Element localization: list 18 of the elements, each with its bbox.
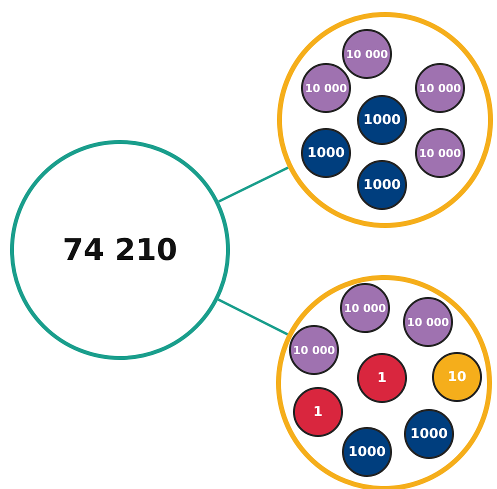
connector-line (218, 166, 289, 203)
place-value-counter: 1 (293, 387, 343, 437)
place-value-counter: 10 000 (342, 29, 392, 79)
place-value-counter: 1 (357, 353, 407, 403)
connector-line (218, 298, 288, 336)
place-value-counter: 1000 (357, 95, 407, 145)
place-value-counter: 1000 (357, 160, 407, 210)
place-value-counter: 10 (432, 352, 482, 402)
place-value-counter: 1000 (301, 128, 351, 178)
place-value-counter: 1000 (342, 427, 392, 477)
whole-circle: 74 210 (10, 140, 230, 360)
place-value-counter: 10 000 (340, 283, 390, 333)
place-value-counter: 10 000 (403, 297, 453, 347)
place-value-counter: 1000 (404, 409, 454, 459)
place-value-counter: 10 000 (301, 63, 351, 113)
place-value-counter: 10 000 (415, 63, 465, 113)
place-value-counter: 10 000 (415, 128, 465, 178)
place-value-counter: 10 000 (289, 325, 339, 375)
